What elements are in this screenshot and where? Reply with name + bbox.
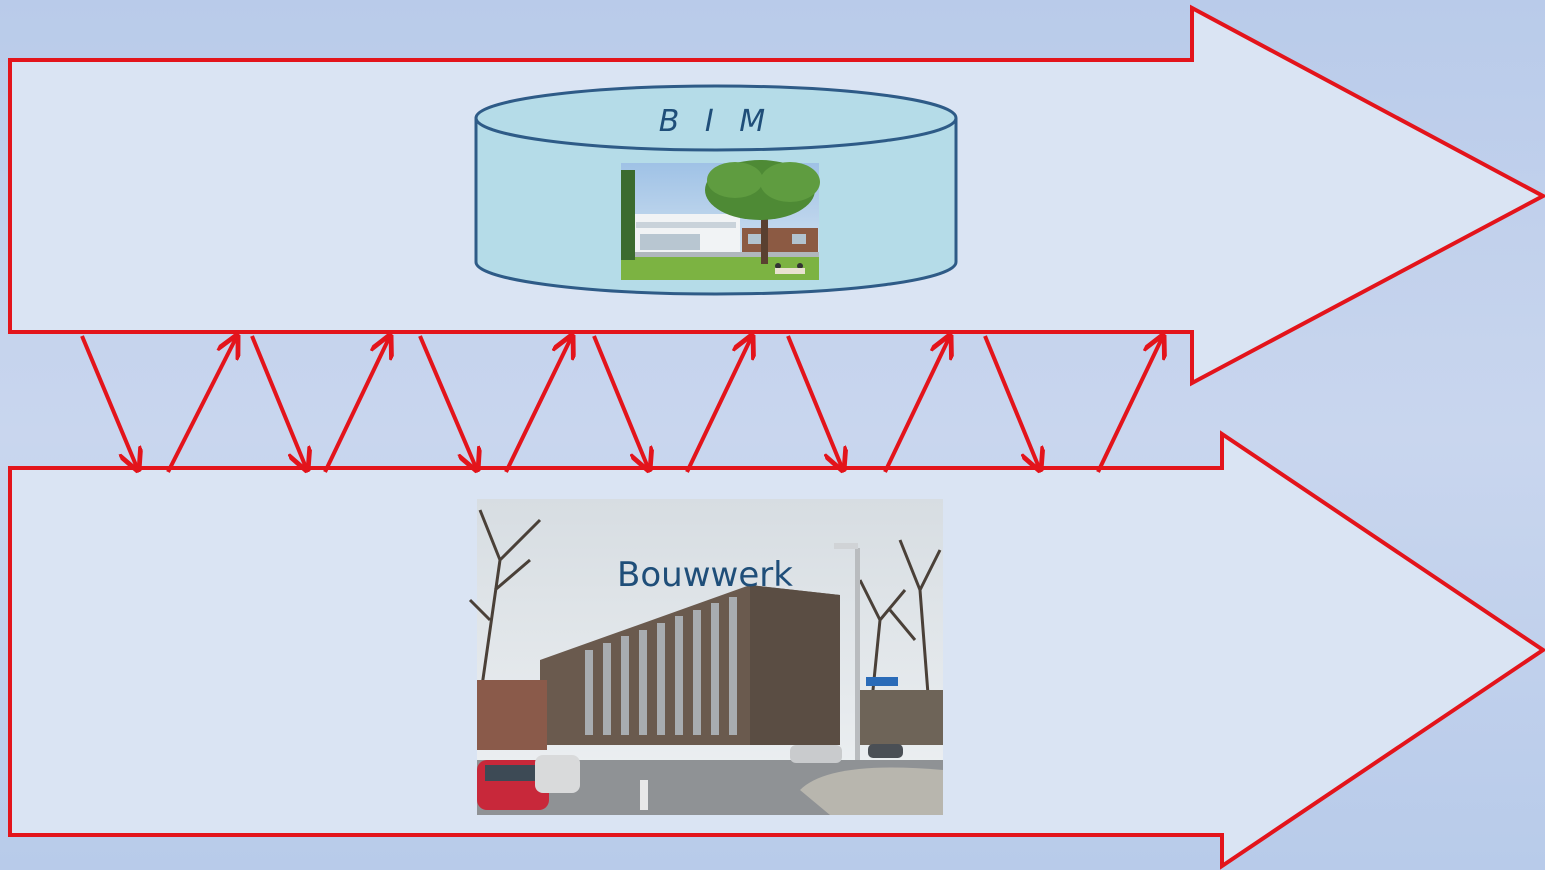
bim-label: B I M (659, 104, 773, 139)
bim-render-image (621, 160, 820, 280)
down-arrow (418, 335, 477, 470)
down-arrow (250, 335, 307, 470)
down-arrow (983, 335, 1040, 470)
down-arrow (80, 335, 138, 470)
up-arrow (166, 336, 237, 473)
exchange-arrows (80, 335, 1163, 473)
down-arrow (592, 335, 649, 470)
building-label: Bouwwerk (617, 555, 793, 595)
up-arrow (1096, 336, 1163, 473)
up-arrow (883, 336, 950, 473)
up-arrow (504, 336, 572, 473)
up-arrow (323, 336, 390, 473)
building-photo: Bouwwerk (468, 499, 943, 815)
down-arrow (786, 335, 843, 470)
up-arrow (685, 336, 752, 473)
